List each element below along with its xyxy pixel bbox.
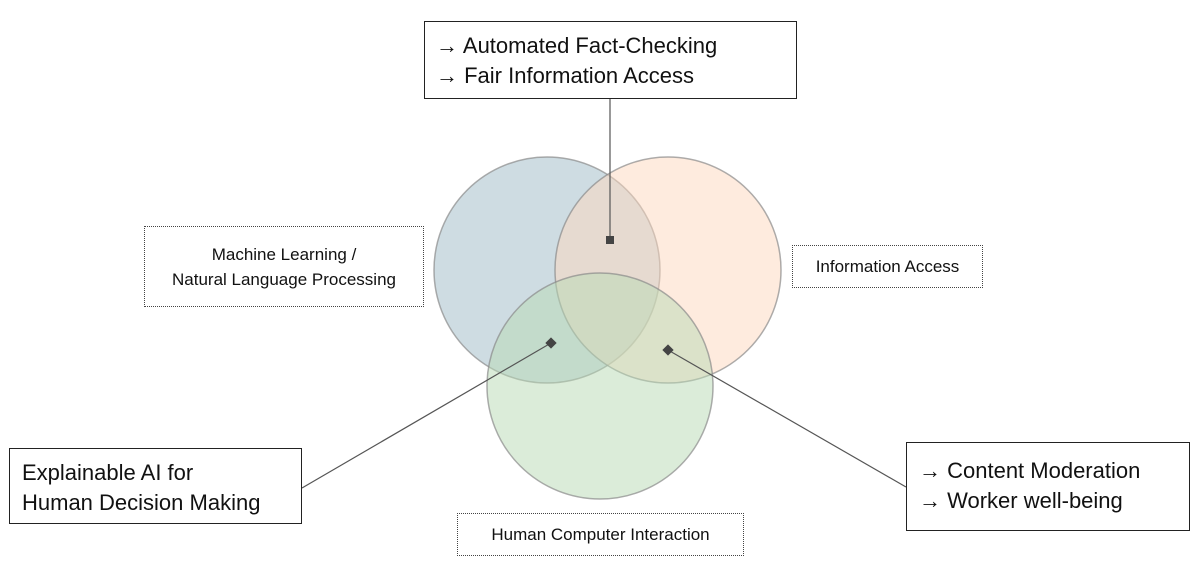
- label-information-access: Information Access: [792, 245, 983, 288]
- callout-right-line-2: → Worker well-being: [919, 488, 1123, 513]
- label-ml-line-1: Machine Learning /: [211, 244, 357, 264]
- marker-ia-hci-intersection: [662, 344, 674, 356]
- label-ia-text: Information Access: [815, 257, 960, 276]
- label-hci-text: Human Computer Interaction: [491, 525, 710, 544]
- callout-top-line-2: → Fair Information Access: [436, 63, 694, 88]
- label-ml-line-2: Natural Language Processing: [172, 269, 396, 289]
- marker-ml-hci-intersection: [545, 337, 557, 349]
- connector-line-right: [667, 349, 907, 488]
- callout-explainable-ai: Explainable AI for Human Decision Making: [9, 448, 302, 524]
- callout-top-line-1: → Automated Fact-Checking: [436, 33, 718, 58]
- connector-line-left: [301, 342, 552, 489]
- label-human-computer-interaction: Human Computer Interaction: [457, 513, 744, 556]
- callout-left-line-1: Explainable AI for: [22, 460, 194, 485]
- callout-content-moderation: → Content Moderation → Worker well-being: [906, 442, 1190, 531]
- callout-left-line-2: Human Decision Making: [22, 490, 261, 515]
- human-computer-interaction-circle: [486, 272, 714, 500]
- label-machine-learning: Machine Learning / Natural Language Proc…: [144, 226, 424, 307]
- callout-fact-checking: → Automated Fact-Checking → Fair Informa…: [424, 21, 797, 99]
- callout-right-line-1: → Content Moderation: [919, 458, 1141, 483]
- marker-ml-ia-intersection: [606, 236, 614, 244]
